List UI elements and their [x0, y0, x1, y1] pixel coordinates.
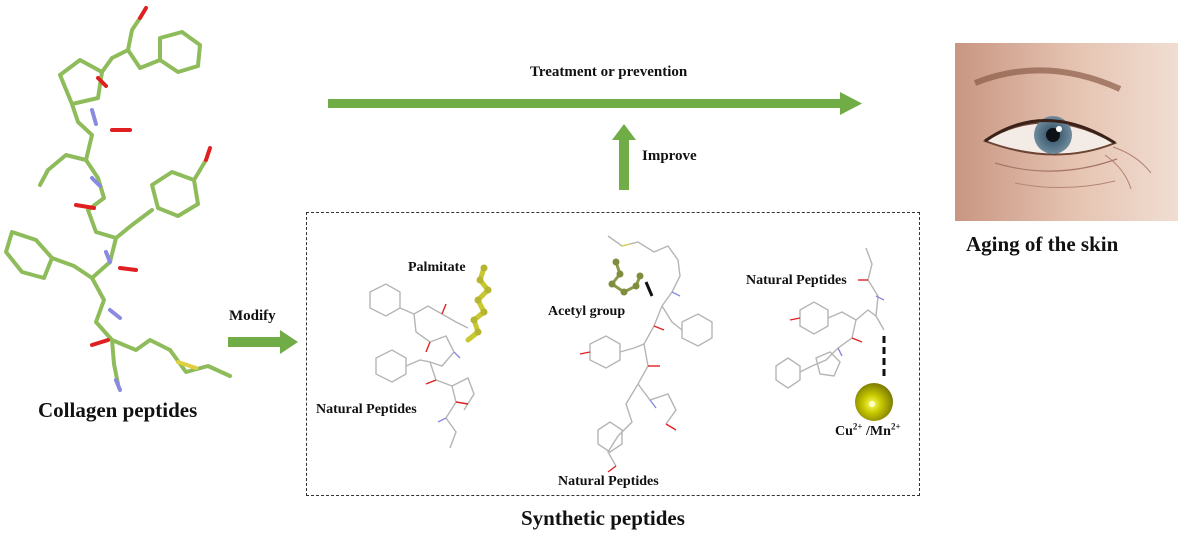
synthetic-peptides-label: Synthetic peptides [521, 506, 685, 530]
acetyl-peptide-molecule-icon [579, 235, 713, 473]
natural-peptides-center-label: Natural Peptides [558, 474, 659, 489]
treatment-label: Treatment or prevention [530, 64, 688, 80]
improve-label: Improve [642, 148, 697, 164]
acetyl-group-label: Acetyl group [548, 304, 626, 319]
palmitoyl-peptide-molecule-icon [369, 283, 475, 449]
natural-peptides-right-label: Natural Peptides [746, 273, 847, 288]
modify-arrow-icon [228, 330, 298, 354]
cu-charge: 2+ [852, 421, 863, 432]
natural-peptides-left-label: Natural Peptides [316, 402, 417, 417]
modify-label: Modify [229, 308, 276, 324]
metal-ion-sphere-icon [855, 383, 893, 421]
cu-text: Cu [835, 424, 853, 439]
palmitate-label: Palmitate [408, 260, 466, 275]
palmitate-chain-icon [465, 264, 492, 343]
collagen-peptides-label: Collagen peptides [38, 398, 198, 422]
collagen-molecule-icon [4, 6, 232, 392]
improve-arrow-icon [612, 124, 636, 190]
aging-skin-label: Aging of the skin [966, 232, 1119, 256]
metal-ion-label: Cu2+ /Mn2+ [835, 421, 901, 440]
mn-text: /Mn [862, 424, 891, 439]
eye-skin-photo [955, 43, 1178, 221]
metal-peptide-molecule-icon [775, 247, 886, 389]
synthetic-peptides-box [306, 212, 920, 496]
mn-charge: 2+ [890, 421, 901, 432]
treatment-arrow-icon [328, 92, 862, 115]
acetyl-group-icon [608, 258, 654, 297]
